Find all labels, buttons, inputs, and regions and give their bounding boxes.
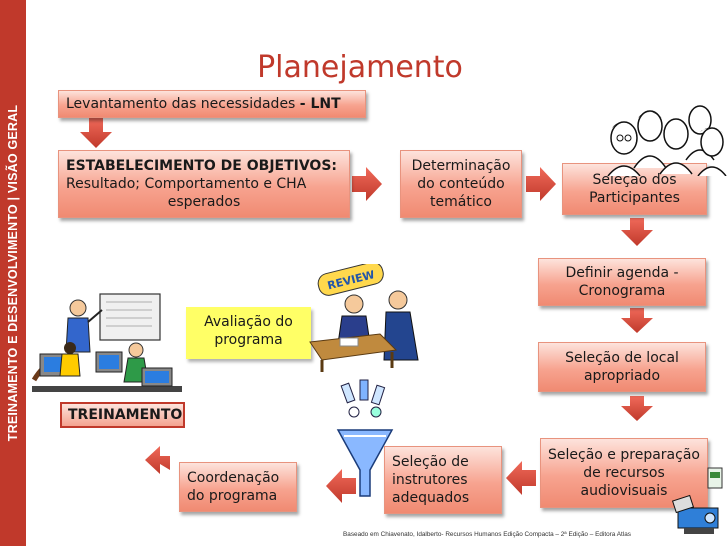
node-objetivos-line1: Resultado; Comportamento e CHA — [66, 176, 307, 192]
node-conteudo-line3: temático — [430, 194, 492, 210]
node-instrutores: Seleção de instrutores adequados — [384, 446, 502, 514]
node-agenda-line2: Cronograma — [578, 283, 666, 299]
projector-icon — [671, 494, 719, 534]
node-objetivos-line2: esperados — [167, 194, 241, 210]
node-treinamento: TREINAMENTO — [60, 402, 185, 428]
arrow-instrutores-coordenacao — [326, 469, 356, 503]
node-recursos-line1: Seleção e preparação — [548, 447, 700, 463]
node-instrutores-line1: Seleção de — [392, 454, 469, 470]
node-participantes-line2: Participantes — [589, 190, 680, 206]
node-agenda: Definir agenda - Cronograma — [538, 258, 706, 306]
page-title: Planejamento — [257, 50, 463, 85]
node-recursos-line2: de recursos — [583, 465, 665, 481]
funnel-icon — [336, 379, 394, 497]
side-bar — [0, 0, 26, 546]
node-recursos-line3: audiovisuais — [580, 483, 668, 499]
node-lnt: Levantamento das necessidades - LNT — [58, 90, 366, 118]
arrow-participantes-agenda — [621, 218, 653, 246]
node-avaliacao-line1: Avaliação do — [204, 314, 293, 330]
node-objetivos: ESTABELECIMENTO DE OBJETIVOS: Resultado;… — [58, 150, 350, 218]
node-avaliacao: Avaliação do programa — [186, 307, 311, 359]
node-local-line1: Seleção de local — [565, 350, 679, 366]
node-avaliacao-line2: programa — [214, 332, 283, 348]
node-lnt-bold: - LNT — [299, 96, 341, 112]
arrow-objetivos-conteudo — [352, 167, 382, 201]
node-conteudo-line2: do conteúdo — [417, 176, 505, 192]
node-coordenacao-line2: do programa — [187, 488, 278, 504]
node-agenda-line1: Definir agenda - — [565, 265, 679, 281]
node-lnt-text: Levantamento das necessidades — [66, 96, 300, 112]
node-local-line2: apropriado — [583, 368, 661, 384]
node-coordenacao: Coordenação do programa — [179, 462, 297, 512]
node-conteudo-line1: Determinação — [411, 158, 511, 174]
training-room-icon — [32, 293, 182, 392]
arrow-lnt-objetivos — [80, 118, 112, 148]
node-instrutores-line2: instrutores — [392, 472, 468, 488]
node-coordenacao-line1: Coordenação — [187, 470, 280, 486]
people-group-icon — [607, 105, 727, 176]
node-local: Seleção de local apropriado — [538, 342, 706, 392]
arrow-recursos-instrutores — [506, 461, 536, 495]
node-recursos: Seleção e preparação de recursos audiovi… — [540, 438, 708, 508]
node-objetivos-heading: ESTABELECIMENTO DE OBJETIVOS: — [66, 158, 338, 174]
review-meeting-icon: REVIEW — [309, 264, 419, 372]
arrow-coordenacao-treinamento — [145, 446, 170, 474]
slide-icon — [707, 467, 723, 489]
arrow-local-recursos — [621, 396, 653, 421]
arrow-agenda-local — [621, 308, 653, 333]
node-conteudo: Determinação do conteúdo temático — [400, 150, 522, 218]
node-instrutores-line3: adequados — [392, 490, 470, 506]
footer-citation: Baseado em Chiavenato, Idalberto- Recurs… — [343, 531, 631, 538]
node-participantes-line1: Seleção dos — [592, 172, 677, 188]
arrow-conteudo-participantes — [526, 167, 556, 201]
